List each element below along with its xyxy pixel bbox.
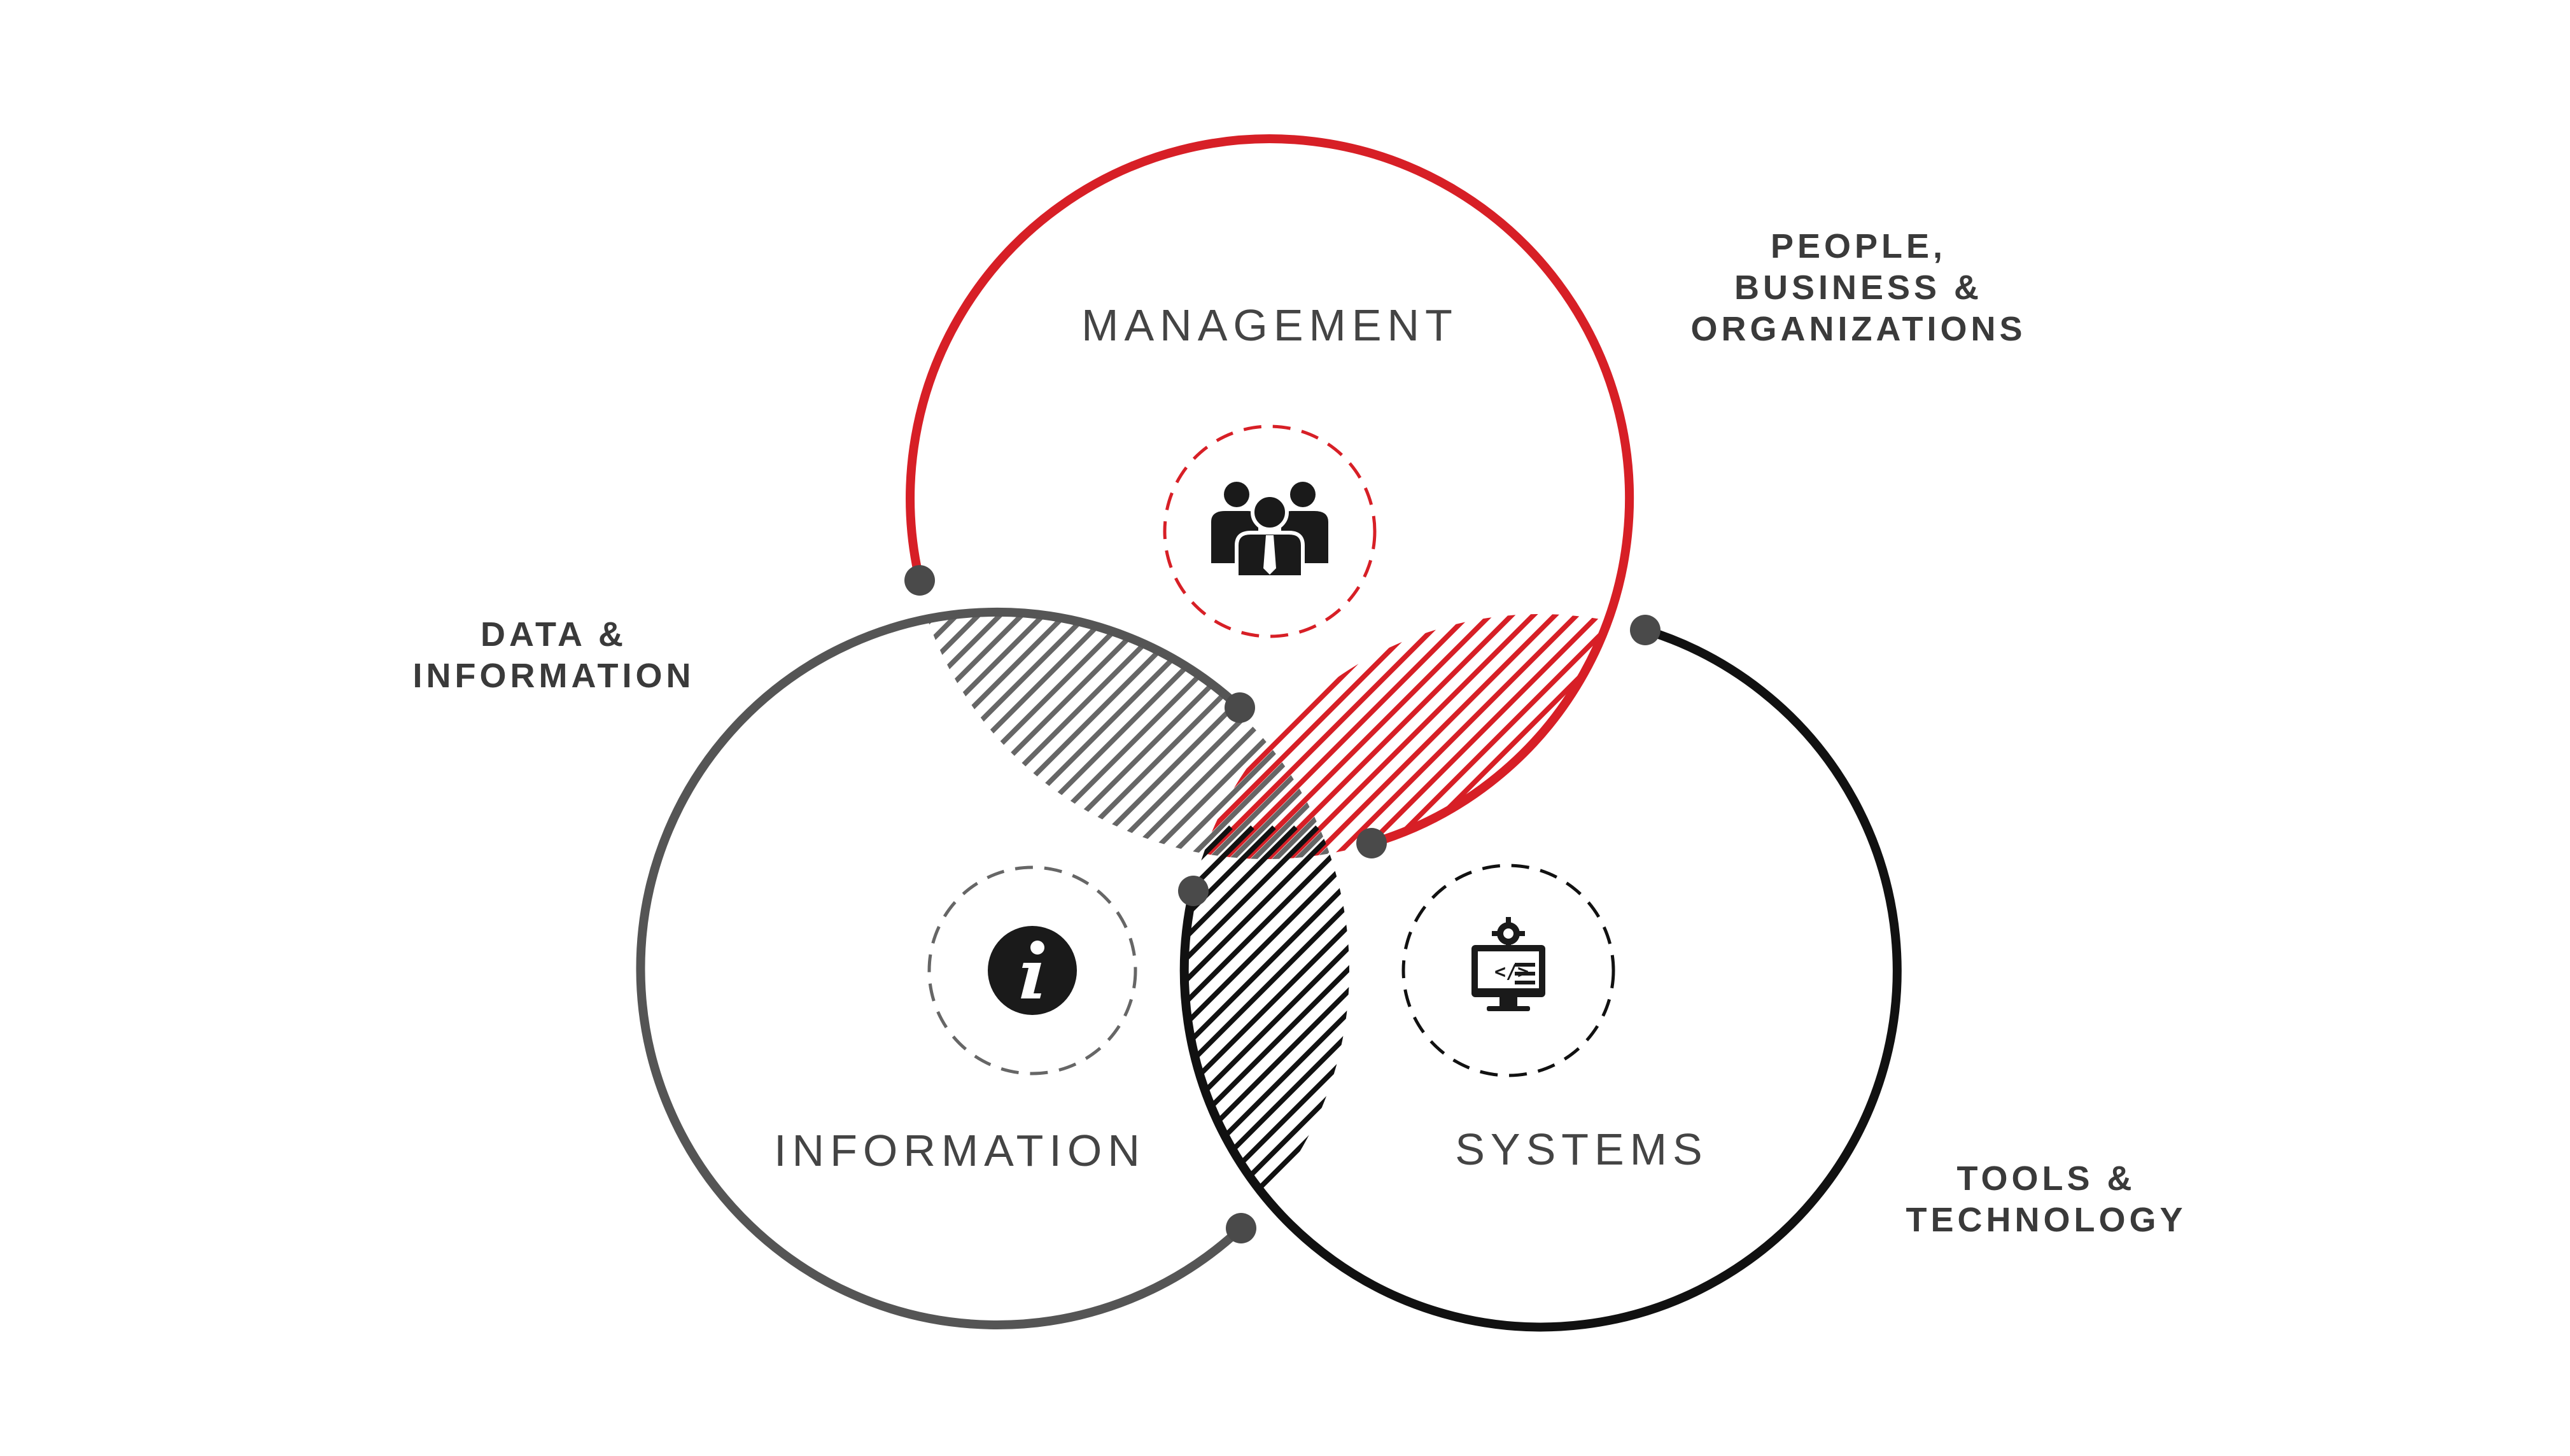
svg-text:TOOLS &: TOOLS & [1956, 1159, 2135, 1198]
hatch-line [1515, 614, 1626, 859]
management-title: MANAGEMENT [1081, 300, 1458, 350]
hatch-line [907, 614, 1023, 859]
information-arc-end-dot [1226, 1213, 1256, 1243]
hatch-line [1184, 825, 1319, 1211]
systems-circle [1179, 626, 1902, 1332]
hatch-line [1234, 614, 1556, 859]
hatch-line [1184, 825, 1349, 1211]
information-arc-start-dot [1225, 692, 1255, 723]
hatch-line [1184, 825, 1341, 1211]
svg-text:BUSINESS &: BUSINESS & [1734, 269, 1983, 307]
hatch-line [907, 614, 1001, 859]
systems-title: SYSTEMS [1455, 1124, 1708, 1174]
hatch-line [1285, 614, 1349, 859]
hatch-line [1624, 614, 1626, 859]
hatch-line [1256, 614, 1578, 859]
information-circle [636, 607, 1246, 1329]
svg-text:PEOPLE,: PEOPLE, [1771, 227, 1946, 265]
management-circle [906, 134, 1634, 848]
management-icon-ring [1163, 424, 1377, 638]
hatch-line [1215, 825, 1349, 1211]
svg-text:ORGANIZATIONS: ORGANIZATIONS [1691, 310, 2026, 348]
hatch-line [1263, 614, 1349, 859]
people-group-icon [1211, 482, 1328, 579]
systems-arc-end-dot [1178, 876, 1209, 906]
svg-text:INFORMATION: INFORMATION [413, 657, 695, 695]
hatch-line [1580, 614, 1626, 859]
systems-arc-start-dot [1630, 615, 1661, 645]
hatch-line [1184, 825, 1298, 1211]
overlap-management-systems [1184, 614, 1626, 859]
hatch-line [1198, 614, 1349, 859]
systems-side-label: TOOLS & TECHNOLOGY [1906, 1159, 2186, 1239]
hatch-line [907, 614, 1066, 859]
information-title: INFORMATION [774, 1126, 1146, 1175]
hatch-line [1184, 825, 1349, 1211]
svg-text:DATA &: DATA & [481, 615, 627, 654]
hatch-line [1212, 614, 1534, 859]
hatch-line [1184, 825, 1349, 1211]
information-icon-ring [927, 865, 1137, 1075]
hatch-line [1277, 614, 1599, 859]
hatch-line [1237, 825, 1349, 1211]
hatch-line [907, 614, 1044, 859]
hatch-line [1184, 825, 1349, 1211]
management-arc-end-dot [1356, 828, 1387, 858]
info-icon [988, 926, 1077, 1015]
hatch-line [1184, 825, 1349, 1211]
hatch-line [1220, 614, 1349, 859]
hatch-line [1191, 614, 1513, 859]
hatch-line [907, 614, 915, 859]
computer-code-gear-icon: </> [1471, 917, 1545, 1011]
svg-text:TECHNOLOGY: TECHNOLOGY [1906, 1201, 2186, 1239]
hatch-line [1193, 825, 1349, 1211]
hatch-line [1184, 825, 1349, 1211]
management-side-label: PEOPLE, BUSINESS & ORGANIZATIONS [1691, 227, 2026, 348]
hatch-line [1090, 614, 1349, 859]
hatch-line [1242, 614, 1349, 859]
systems-icon-ring [1401, 864, 1615, 1077]
hatch-line [1299, 614, 1621, 859]
information-side-label: DATA & INFORMATION [413, 615, 695, 695]
hatch-line [1184, 825, 1276, 1211]
management-arc-start-dot [904, 565, 935, 596]
